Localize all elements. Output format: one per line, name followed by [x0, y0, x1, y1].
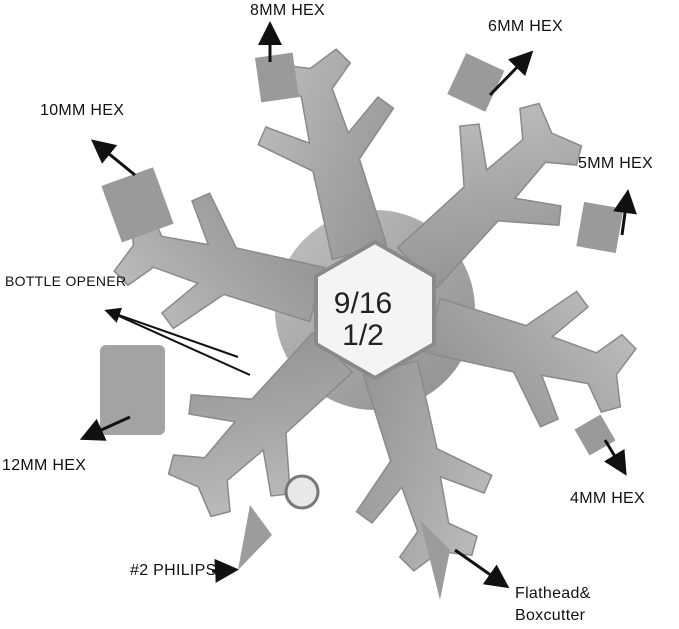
- label-boxcutter: Boxcutter: [515, 607, 586, 624]
- label-4mm-hex: 4MM HEX: [570, 490, 645, 507]
- label-8mm-hex: 8MM HEX: [250, 2, 325, 19]
- snowflake-body: [103, 38, 647, 582]
- hex-hole: [314, 239, 436, 381]
- label-5mm-hex: 5MM HEX: [578, 155, 653, 172]
- label-philips: #2 PHILIPS: [130, 562, 217, 579]
- center-size-line2: 1/2: [342, 319, 384, 352]
- label-bottle-opener: BOTTLE OPENER: [5, 273, 127, 289]
- arrows: [79, 21, 637, 589]
- label-12mm-hex: 12MM HEX: [2, 457, 87, 474]
- label-flathead: Flathead&: [515, 585, 591, 602]
- label-6mm-hex: 6MM HEX: [488, 18, 563, 35]
- center-size-line1: 9/16: [333, 287, 393, 320]
- keyring-hole: [284, 474, 320, 510]
- label-10mm-hex: 10MM HEX: [40, 102, 125, 119]
